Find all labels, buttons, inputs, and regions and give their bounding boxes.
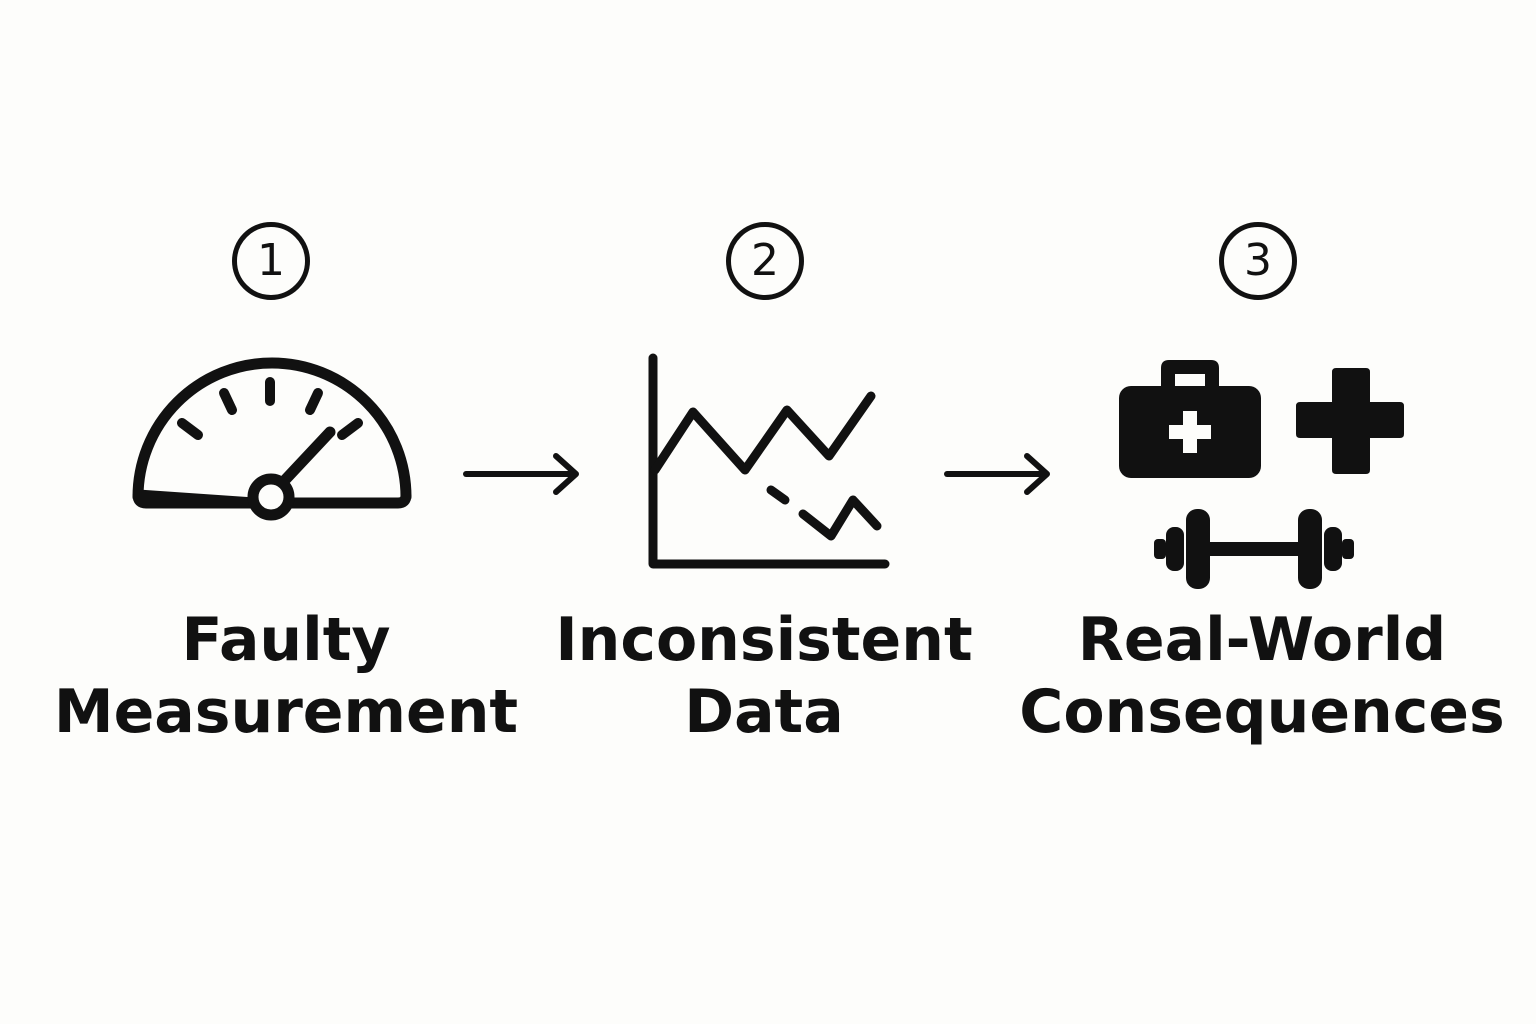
arrow-right-icon [944,453,1050,495]
step-3-title-line2: Consequences [1019,677,1505,747]
step-3-title: Real-World Consequences [1002,604,1522,748]
step-2-number: 2 [751,235,779,286]
medical-cross-icon [1296,368,1404,474]
step-2-title-line1: Inconsistent [555,605,973,675]
arrow-right-icon [463,453,579,495]
step-3-number-badge: 3 [1219,222,1297,300]
step-3-number: 3 [1244,235,1272,286]
step-2-title: Inconsistent Data [504,604,1024,748]
step-2-title-line2: Data [684,677,844,747]
step-1-number-badge: 1 [232,222,310,300]
step-1-number: 1 [257,235,285,286]
step-2-number-badge: 2 [726,222,804,300]
dumbbell-icon [1154,509,1354,589]
first-aid-kit-icon [1119,360,1261,478]
step-1-title-line1: Faulty [181,605,391,675]
gauge-icon [132,357,412,521]
step-1-title-line2: Measurement [53,677,519,747]
erratic-line-chart-icon [648,353,890,569]
step-1-title: Faulty Measurement [26,604,546,748]
step-3-title-line1: Real-World [1077,605,1447,675]
